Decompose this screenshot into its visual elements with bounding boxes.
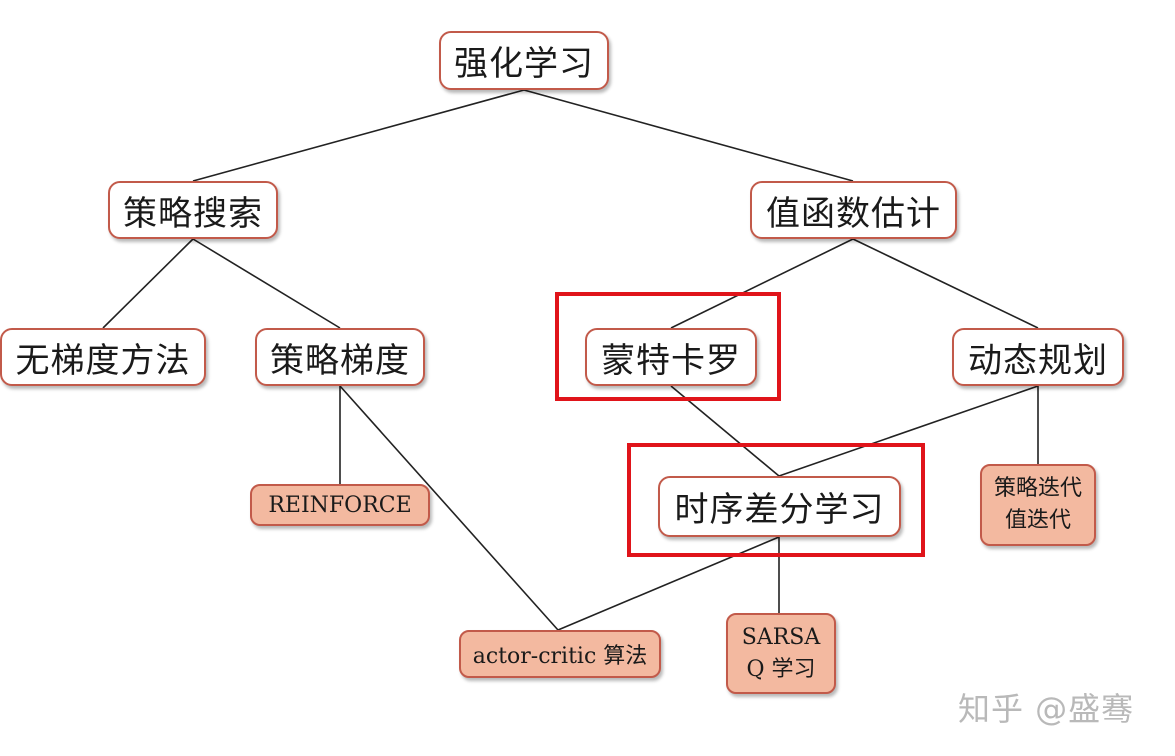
node-policy-gradient: 策略梯度 xyxy=(255,328,425,386)
edge-root-policy-search xyxy=(192,89,525,182)
node-label-line-2: Q 学习 xyxy=(746,656,816,682)
node-actor-critic: actor-critic 算法 xyxy=(459,630,661,678)
node-label: actor-critic 算法 xyxy=(472,644,648,669)
highlight-box-temporal-difference xyxy=(627,443,925,557)
edge-value-estimation-monte-carlo xyxy=(670,238,854,329)
node-label-line-1: SARSA xyxy=(741,624,821,650)
node-reinforce: REINFORCE xyxy=(250,484,430,526)
node-label: 无梯度方法 xyxy=(15,340,191,381)
node-label: 值函数估计 xyxy=(766,193,941,234)
edge-policy-gradient-actor-critic xyxy=(339,385,559,631)
edge-dynamic-programming-temporal-difference xyxy=(778,385,1039,477)
node-label: 蒙特卡罗 xyxy=(601,340,741,381)
edge-value-estimation-dynamic-programming xyxy=(852,238,1039,329)
node-label: 动态规划 xyxy=(968,340,1108,381)
node-label: 时序差分学习 xyxy=(674,490,885,530)
node-dynamic-programming: 动态规划 xyxy=(952,328,1124,386)
edge-temporal-difference-actor-critic xyxy=(557,536,780,631)
node-policy-value-iteration: 策略迭代 值迭代 xyxy=(980,464,1096,546)
edge-policy-search-policy-gradient xyxy=(192,238,341,329)
node-label-line-1: 策略迭代 xyxy=(993,476,1082,502)
node-gradient-free-methods: 无梯度方法 xyxy=(0,328,206,386)
highlight-box-monte-carlo xyxy=(555,292,781,401)
node-label: 策略梯度 xyxy=(270,340,410,381)
node-label: 强化学习 xyxy=(454,44,594,84)
node-label-line-2: 值迭代 xyxy=(1004,508,1071,533)
node-sarsa-q-learning: SARSA Q 学习 xyxy=(726,613,836,694)
node-label: 策略搜索 xyxy=(123,193,263,234)
node-value-function-estimation: 值函数估计 xyxy=(750,181,957,239)
edge-monte-carlo-temporal-difference xyxy=(670,385,780,477)
node-label: REINFORCE xyxy=(268,492,412,518)
edge-policy-search-gradient-free xyxy=(102,238,194,329)
node-reinforcement-learning: 强化学习 xyxy=(439,31,609,90)
node-policy-search: 策略搜索 xyxy=(108,181,278,239)
edge-root-value-estimation xyxy=(523,89,854,182)
node-monte-carlo: 蒙特卡罗 xyxy=(585,328,757,386)
node-temporal-difference-learning: 时序差分学习 xyxy=(658,476,901,537)
watermark-text: 知乎 @盛骞 xyxy=(958,690,1135,728)
